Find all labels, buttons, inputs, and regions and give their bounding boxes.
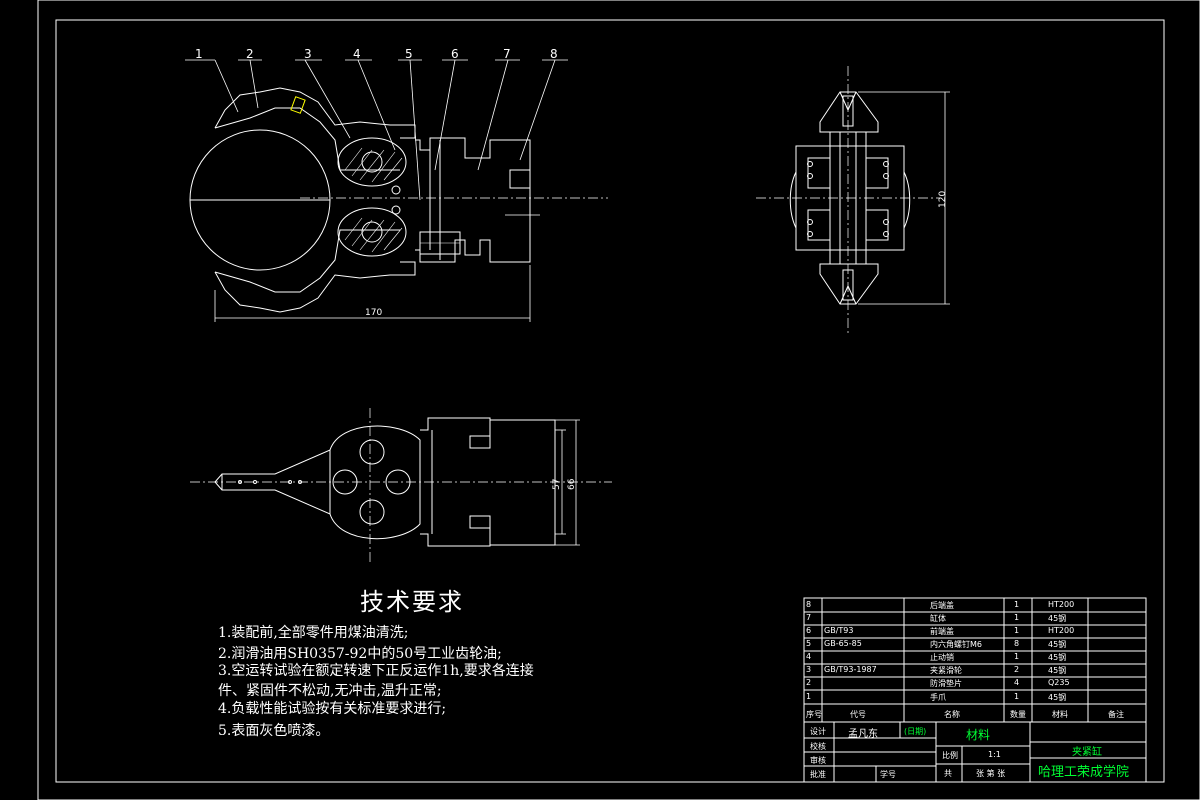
dim-66: 66 [567, 478, 577, 490]
tech-line-1: 1.装配前,全部零件用煤油清洗; [218, 625, 409, 641]
bom-cell-material: HT200 [1048, 600, 1075, 609]
bom-cell-qty: 1 [1014, 652, 1020, 661]
tech-line-3: 3.空运转试验在额定转速下正反运作1h,要求各连接 [218, 663, 534, 679]
tech-line-6: 5.表面灰色喷漆。 [218, 723, 330, 739]
check-label: 校核 [810, 742, 826, 751]
bom-cell-code: GB/T93-1987 [824, 665, 877, 674]
tech-line-4: 件、紧固件不松动,无冲击,温升正常; [218, 683, 442, 699]
bom-cell-qty: 4 [1014, 678, 1020, 687]
balloon-8: 8 [550, 47, 558, 61]
bom-cell-name: 手爪 [930, 693, 946, 702]
bom-cell-material: 45钢 [1048, 653, 1067, 662]
dim-170: 170 [365, 308, 383, 318]
bom-cell-no: 8 [806, 600, 812, 609]
bom-cell-no: 6 [806, 626, 812, 635]
dim-170-line [214, 265, 531, 322]
student-no-label: 学号 [880, 770, 896, 779]
title-block-grid [803, 597, 1147, 783]
scale-value: 1:1 [988, 750, 1001, 759]
bom-cell-qty: 1 [1014, 692, 1020, 701]
balloon-leaders [185, 59, 568, 201]
balloon-2: 2 [246, 47, 254, 61]
date-label: (日期) [904, 727, 927, 736]
balloon-6: 6 [451, 47, 459, 61]
bom-cell-name: 止动销 [930, 653, 954, 662]
bom-cell-code: GB/T93 [824, 626, 854, 635]
bom-cell-qty: 8 [1014, 639, 1020, 648]
material-label: 材料 [966, 728, 991, 742]
school-name: 哈理工荣成学院 [1038, 765, 1130, 780]
tech-requirements-title: 技术要求 [360, 588, 464, 616]
balloon-3: 3 [304, 47, 312, 61]
balloon-4: 4 [353, 47, 361, 61]
bom-cell-qty: 1 [1014, 626, 1020, 635]
bom-cell-no: 1 [806, 692, 812, 701]
bom-cell-name: 防滑垫片 [930, 679, 962, 688]
bom-cell-name: 缸体 [930, 614, 946, 623]
bom-header-material: 材料 [1052, 710, 1068, 719]
bom-cell-no: 4 [806, 652, 812, 661]
bom-cell-name: 前端盖 [930, 627, 954, 636]
bom-cell-qty: 2 [1014, 665, 1020, 674]
bom-cell-material: 45钢 [1048, 640, 1067, 649]
tech-line-5: 4.负载性能试验按有关标准要求进行; [218, 701, 447, 717]
bom-cell-qty: 1 [1014, 613, 1020, 622]
outer-border [37, 0, 1200, 800]
dim-57: 57 [552, 478, 562, 490]
drawing-name: 夹紧缸 [1072, 747, 1102, 758]
bom-cell-material: HT200 [1048, 626, 1075, 635]
inner-border [55, 19, 1165, 783]
balloon-7: 7 [503, 47, 511, 61]
bom-cell-name: 内六角螺钉M6 [930, 640, 982, 649]
bom-cell-no: 3 [806, 665, 812, 674]
dim-120-line [858, 91, 950, 305]
balloon-1: 1 [195, 47, 203, 61]
review-label: 审核 [810, 756, 826, 765]
bom-cell-material: 45钢 [1048, 693, 1067, 702]
approve-label: 批准 [810, 770, 826, 779]
bom-cell-qty: 1 [1014, 600, 1020, 609]
bom-cell-material: 45钢 [1048, 614, 1067, 623]
bom-header-name: 名称 [944, 710, 960, 719]
tech-line-2: 2.润滑油用SH0357-92中的50号工业齿轮油; [218, 646, 502, 662]
bom-cell-material: 45钢 [1048, 666, 1067, 675]
bom-header-note: 备注 [1108, 710, 1124, 719]
bom-cell-no: 7 [806, 613, 812, 622]
bom-header-qty: 数量 [1010, 710, 1026, 719]
bom-cell-no: 2 [806, 678, 812, 687]
bom-cell-name: 夹紧滑轮 [930, 666, 962, 675]
bom-cell-no: 5 [806, 639, 812, 648]
dim-57-66-lines [555, 419, 580, 546]
balloon-5: 5 [405, 47, 413, 61]
bom-header-code: 代号 [850, 710, 866, 719]
design-label: 设计 [810, 727, 826, 736]
designer-name: 孟凡东 [848, 729, 878, 740]
front-view [189, 87, 608, 313]
sheet-label: 共 [944, 769, 952, 778]
side-view [756, 66, 940, 335]
scale-label: 比例 [942, 751, 958, 760]
bom-cell-material: Q235 [1048, 678, 1070, 687]
bom-cell-code: GB-65-85 [824, 639, 862, 648]
bom-cell-name: 后端盖 [930, 601, 954, 610]
dim-120: 120 [938, 190, 948, 208]
sheet-value: 张 第 张 [976, 769, 1006, 778]
top-view [190, 408, 612, 562]
bom-header-no: 序号 [806, 710, 822, 719]
